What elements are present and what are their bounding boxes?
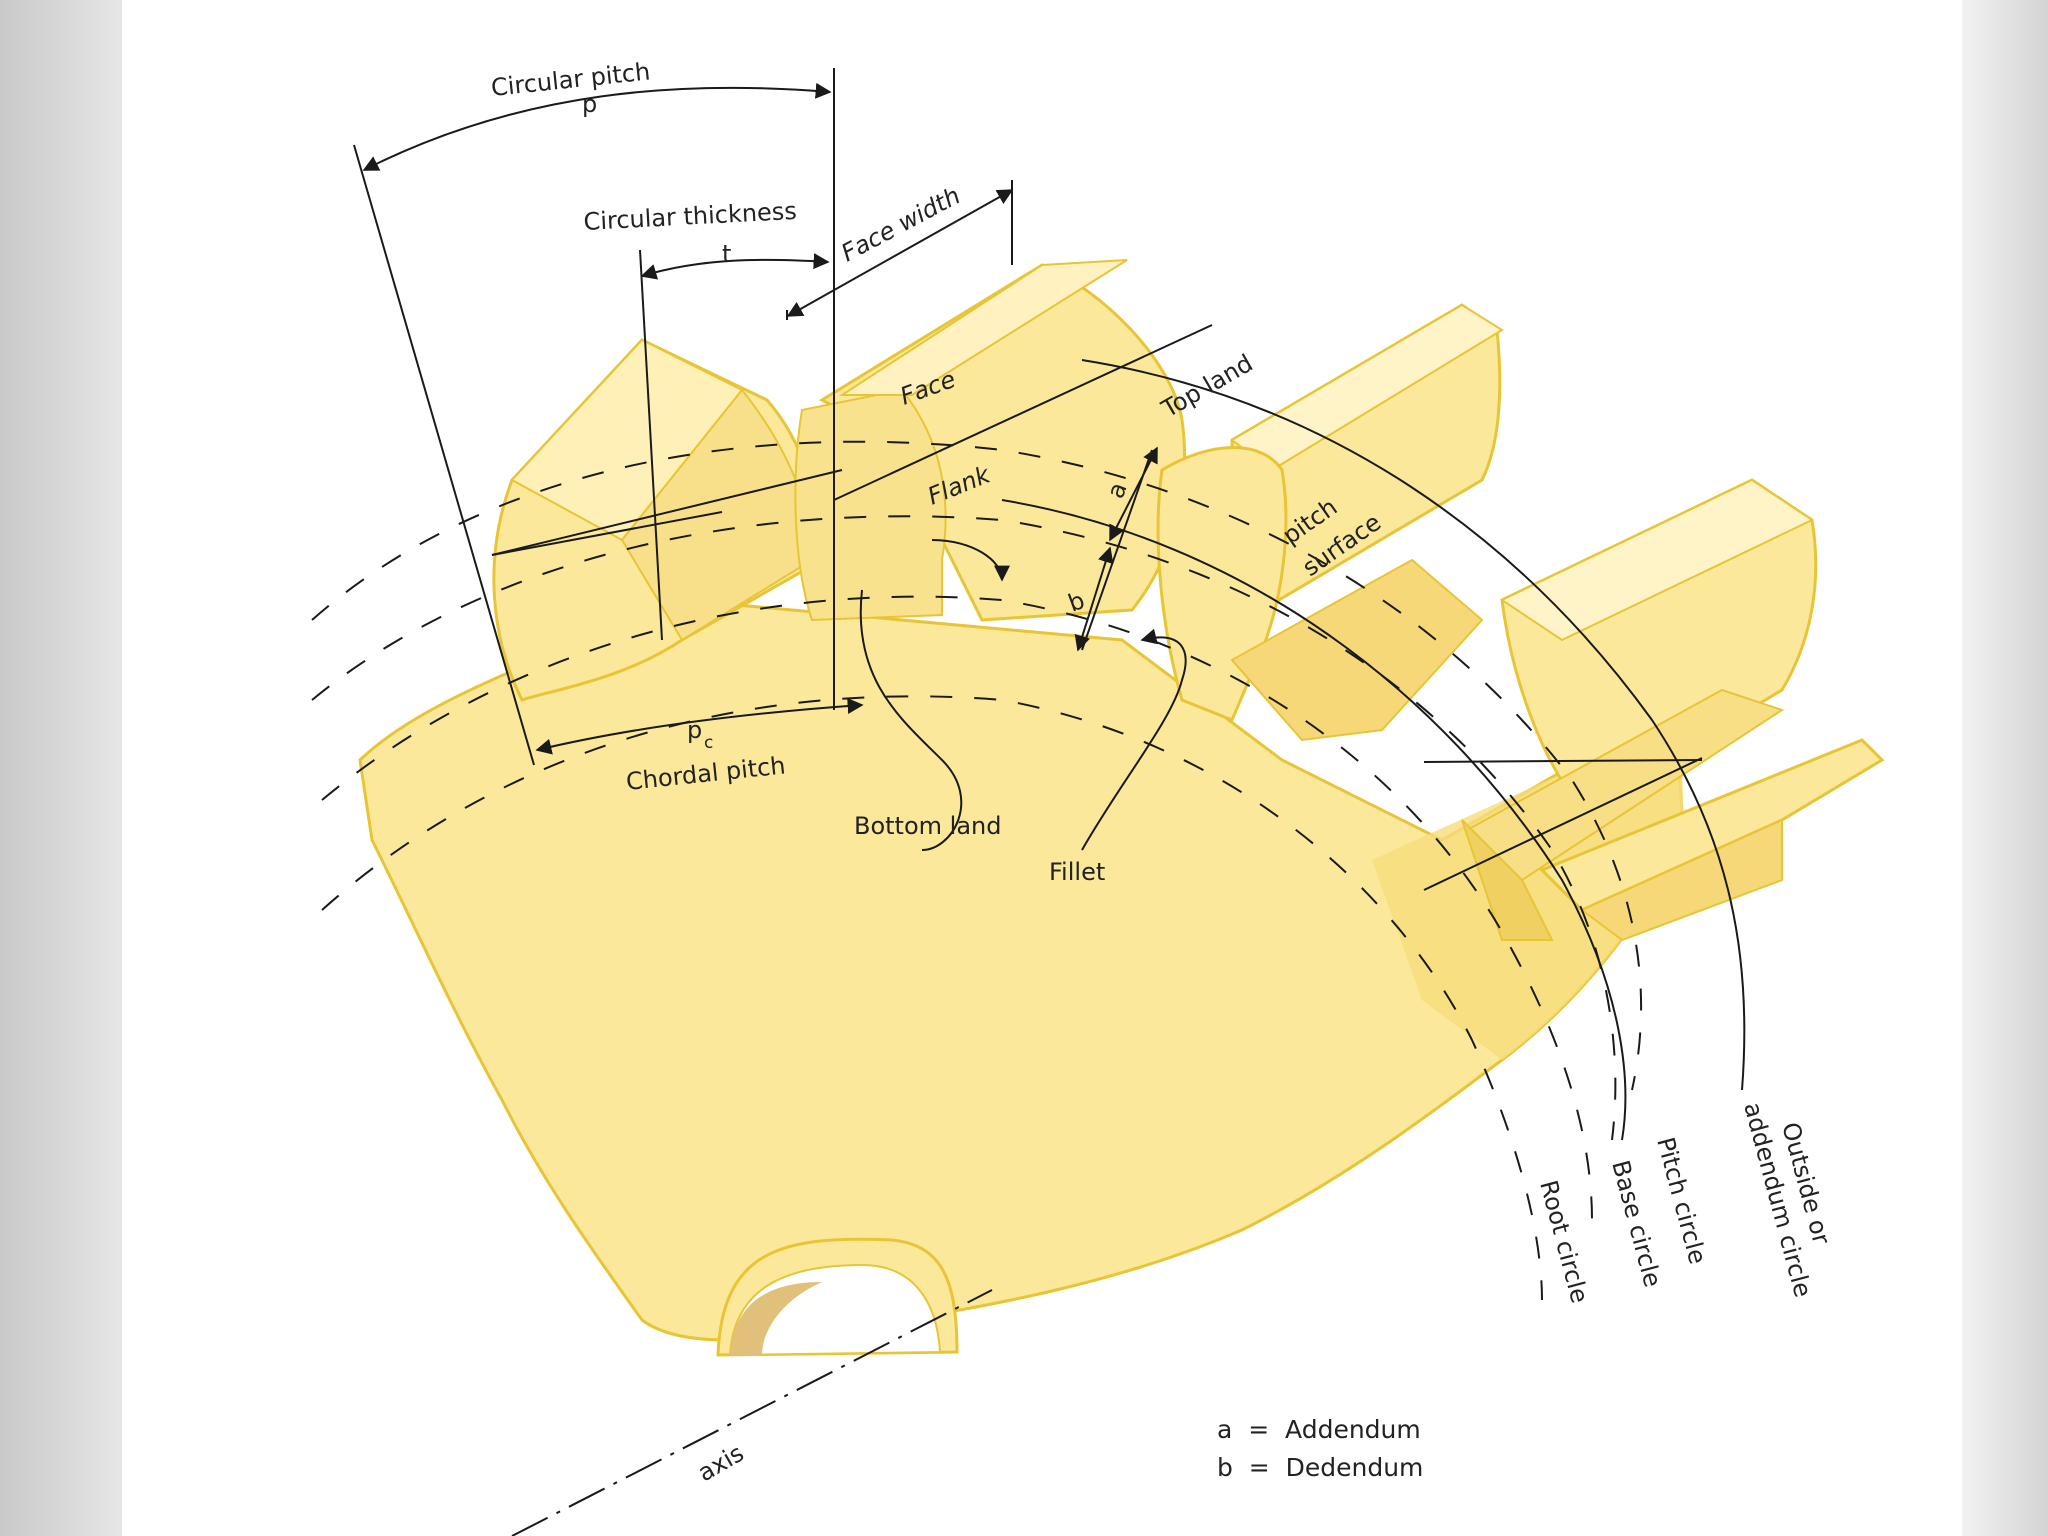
label-root-circle: Root circle (1534, 1177, 1594, 1306)
label-pc: p (687, 716, 702, 744)
dimension-lines (353, 68, 1703, 891)
legend-dedendum: b = Dedendum (1217, 1453, 1423, 1482)
left-backdrop (0, 0, 122, 1536)
right-backdrop (1962, 0, 2048, 1536)
label-circular-pitch: Circular pitch (490, 57, 652, 102)
gear-body (358, 598, 1686, 1342)
label-bottom-land: Bottom land (854, 812, 1001, 840)
gear-diagram: Circular pitch p Circular thickness t Fa… (311, 57, 1885, 1536)
tooth-1 (492, 338, 824, 702)
tooth-2 (794, 259, 1186, 622)
tooth-5 (1539, 738, 1885, 942)
label-t: t (722, 240, 731, 268)
label-circular-thickness: Circular thickness (583, 197, 798, 236)
tooth-3 (1156, 303, 1504, 742)
label-pc-sub: c (704, 733, 713, 753)
gear-hub (716, 1237, 959, 1357)
diagram-canvas: Circular pitch p Circular thickness t Fa… (122, 0, 1962, 1536)
label-pitch-circle: Pitch circle (1651, 1134, 1712, 1267)
label-face-width: Face width (837, 181, 965, 267)
legend-addendum: a = Addendum (1217, 1415, 1421, 1444)
label-axis: axis (693, 1439, 749, 1487)
axis-line (511, 1289, 993, 1536)
label-fillet: Fillet (1049, 858, 1105, 886)
label-p: p (582, 90, 597, 118)
legend: a = Addendum b = Dedendum (1217, 1415, 1423, 1482)
label-base-circle: Base circle (1606, 1157, 1667, 1290)
